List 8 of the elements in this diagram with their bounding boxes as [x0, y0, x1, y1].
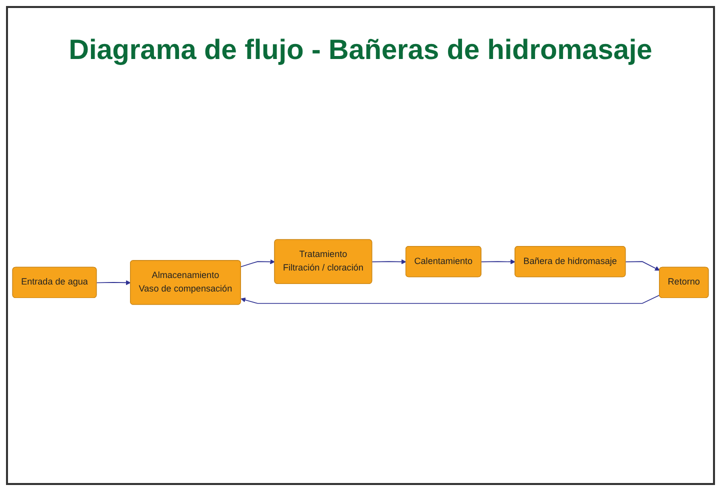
arrow — [372, 259, 406, 264]
arrow — [240, 294, 660, 304]
arrow — [625, 261, 660, 271]
arrow — [96, 280, 131, 286]
title: Diagrama de flujo - Bañeras de hidromasaje — [68, 34, 654, 66]
arrow — [480, 259, 516, 264]
arrow — [240, 259, 275, 268]
diagram-frame: Diagrama de flujo - Bañeras de hidromasaje Entrada de agua Almacenamiento Vaso de compensación Tratamiento Filtración / cloración Calentamiento Bañera de hidromasaje Retorno — [6, 6, 715, 485]
